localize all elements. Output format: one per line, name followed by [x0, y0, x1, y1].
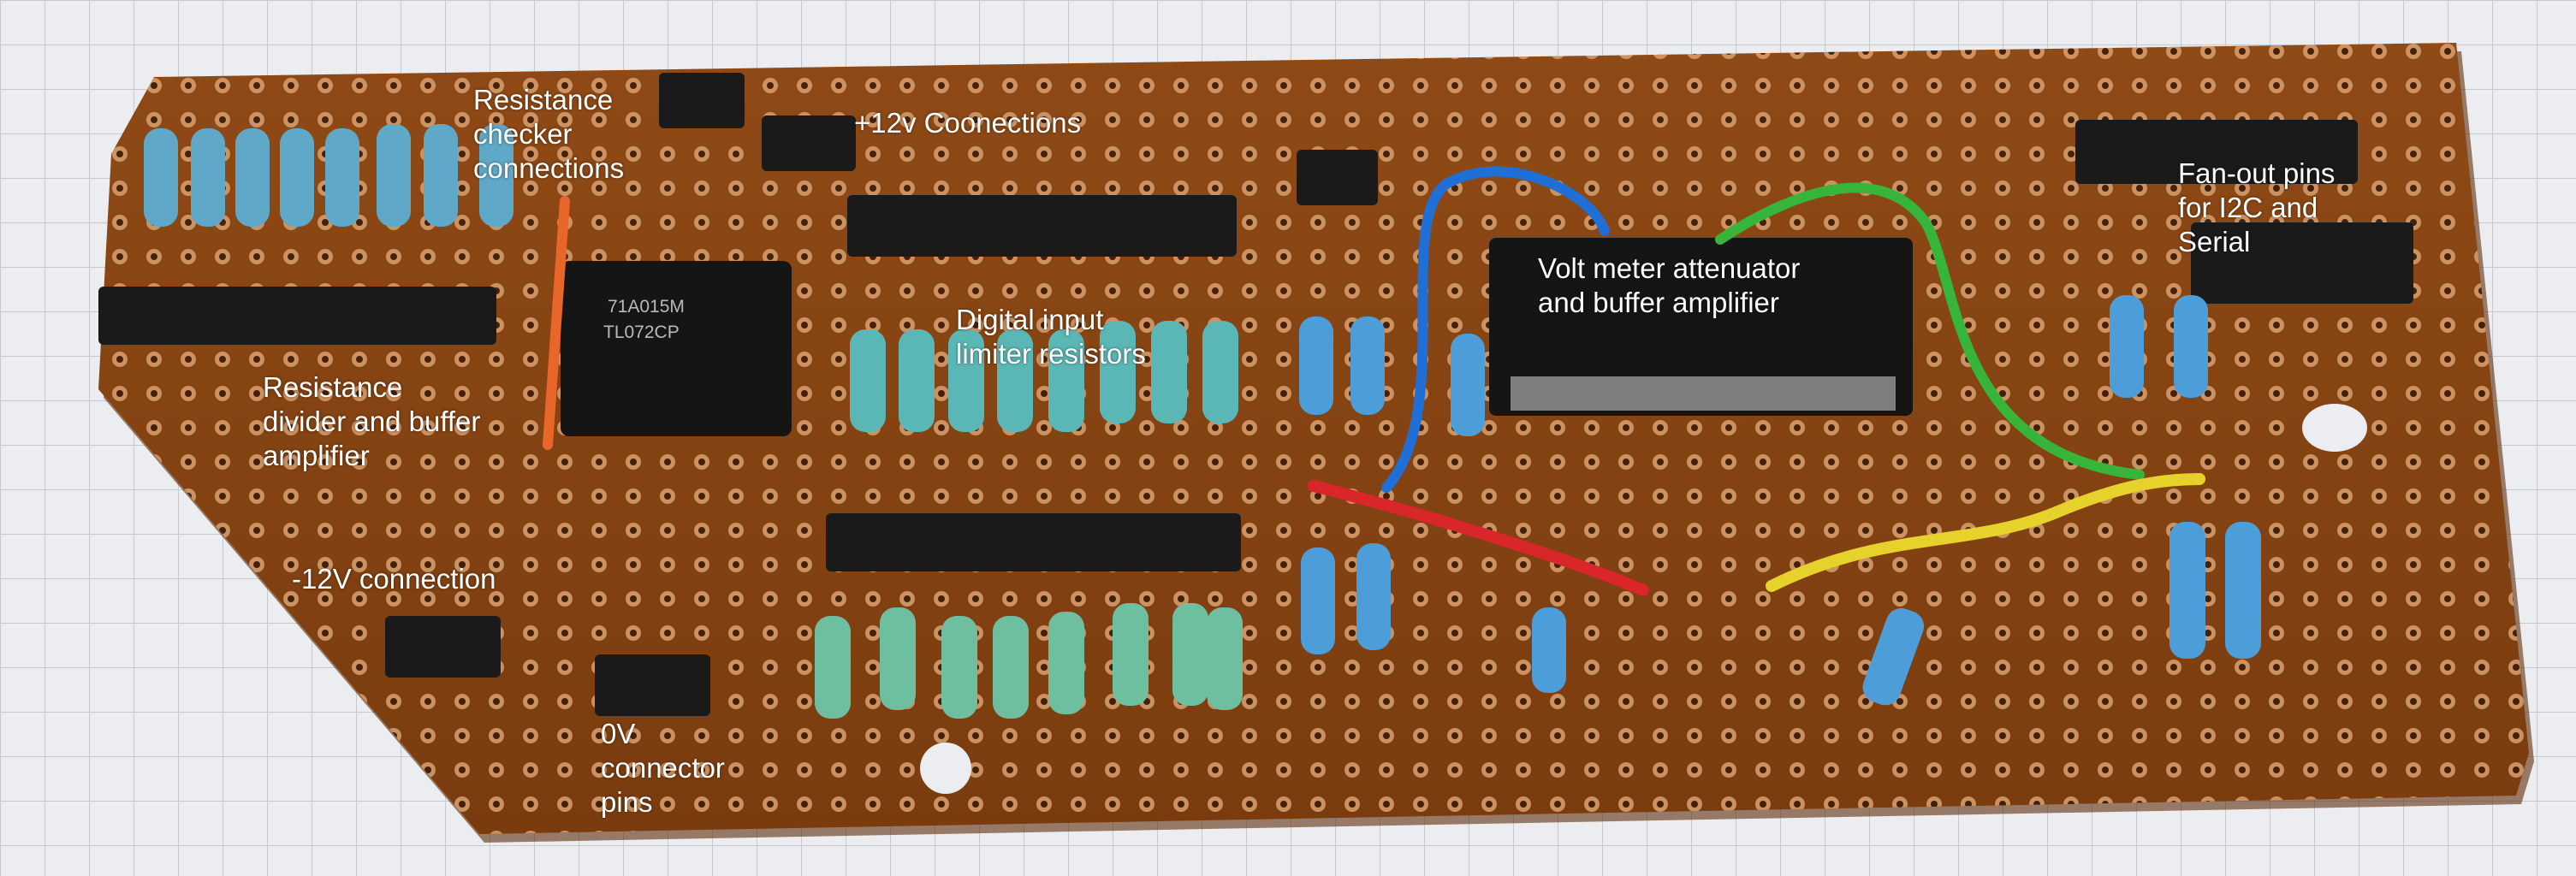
label-line: 0V: [601, 718, 636, 749]
header-zero-v: [595, 654, 710, 716]
label-resistance-checker-connections: Resistance checker connections: [473, 83, 624, 186]
label-volt-meter: Volt meter attenuator and buffer amplifi…: [1538, 252, 1800, 320]
wire-orange: [543, 196, 570, 450]
header-small-mid: [762, 115, 856, 171]
header-strip-digital: [826, 513, 1241, 571]
header-small-top: [659, 73, 745, 128]
label-line: connections: [473, 152, 625, 184]
label-zero-v-connector-pins: 0V connector pins: [601, 717, 725, 820]
header-strip-plus12v: [847, 195, 1237, 257]
wire-red: [1308, 480, 1649, 596]
chip-marking-line1: 71A015M: [608, 297, 685, 317]
label-line: Volt meter attenuator: [1538, 252, 1801, 284]
resistor-row-digital-top: [850, 321, 1238, 432]
header-strip-fanout: [2075, 120, 2413, 304]
resistor-row-digital-bottom: [815, 603, 1243, 719]
label-line: amplifier: [263, 440, 370, 471]
label-fanout-pins: Fan-out pins for I2C and Serial: [2178, 157, 2335, 259]
label-resistance-divider: Resistance divider and buffer amplifier: [263, 370, 480, 473]
label-line: Digital input: [956, 304, 1104, 335]
wire-green: [1715, 182, 2145, 480]
label-line: +12v Coonections: [854, 107, 1082, 139]
ic-voltmeter: [1489, 238, 1913, 416]
label-line: connector: [601, 752, 725, 784]
resistor-row-top-left: [144, 124, 513, 227]
header-strip-left: [98, 287, 496, 345]
perfboard: [98, 43, 2534, 843]
label-digital-input: Digital input limiter resistors: [956, 303, 1146, 371]
label-line: Resistance: [263, 371, 403, 403]
label-line: for I2C and: [2178, 192, 2318, 223]
label-line: and buffer amplifier: [1538, 287, 1779, 318]
chip-marking-line2: TL072CP: [603, 323, 680, 342]
label-line: -12V connection: [292, 563, 496, 595]
label-plus12v-connections: +12v Coonections: [854, 106, 1081, 140]
label-line: Fan-out pins: [2178, 157, 2336, 189]
header-small-right: [1297, 150, 1378, 205]
wire-yellow: [1766, 473, 2205, 592]
label-line: Serial: [2178, 226, 2251, 257]
label-minus12v-connection: -12V connection: [292, 562, 496, 596]
ic-tl072: 71A015M TL072CP: [561, 261, 792, 436]
resistors-blue-misc: [1299, 295, 2261, 706]
label-line: Resistance: [473, 84, 614, 115]
wire-blue: [1381, 166, 1610, 493]
label-line: pins: [601, 786, 653, 818]
label-line: limiter resistors: [956, 338, 1146, 370]
label-line: checker: [473, 118, 573, 150]
label-line: divider and buffer: [263, 405, 481, 437]
header-minus12v: [385, 616, 501, 678]
